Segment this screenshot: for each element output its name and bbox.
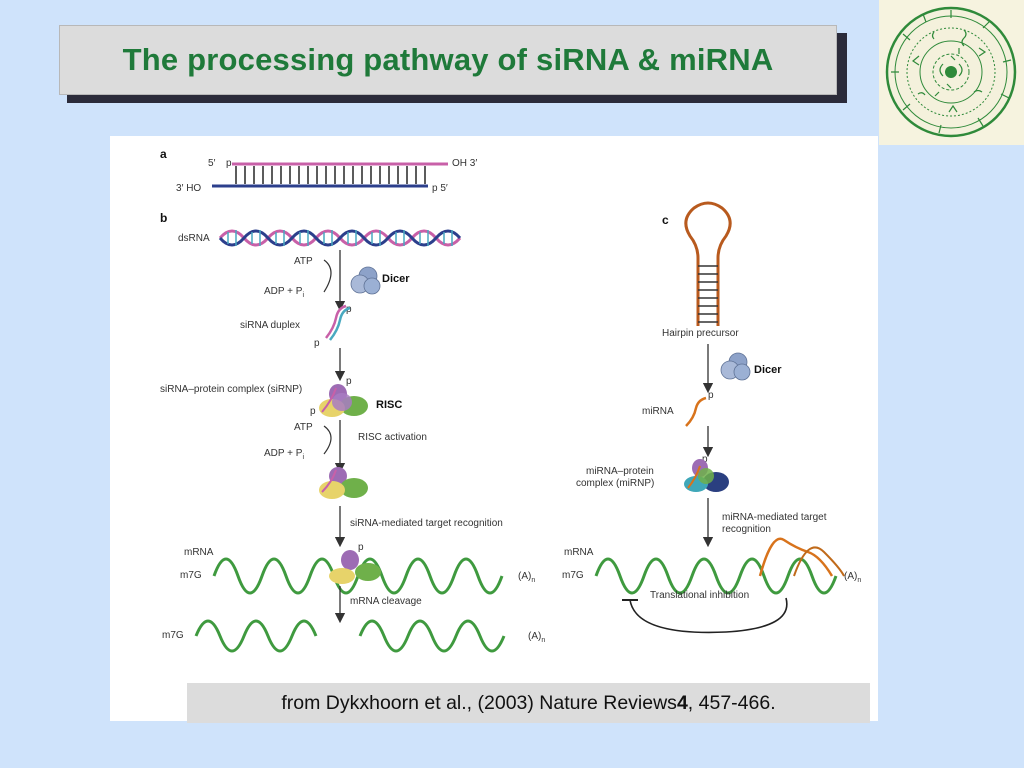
mrna-cleavage-label: mRNA cleavage [350, 596, 422, 607]
mirnp-p: p [702, 454, 708, 465]
risc-label: RISC [376, 399, 402, 411]
dicer-enzyme-b [350, 266, 381, 295]
target-p: p [358, 542, 364, 553]
m7g-label-cleaved: m7G [162, 630, 184, 641]
base-pairs [235, 166, 426, 184]
atp-label-1: ATP [294, 256, 313, 267]
phaistos-disc-logo [879, 0, 1024, 145]
mirnp-complex-glyph [684, 459, 729, 492]
translational-inhibition-label: Translational inhibition [650, 590, 749, 601]
mirna-glyph [685, 396, 707, 427]
panel-a-top-p: p [226, 158, 232, 169]
panel-c-label: c [662, 213, 669, 227]
m7g-label-b: m7G [180, 570, 202, 581]
active-risc-glyph [319, 467, 368, 499]
panel-a: a 5′ p OH 3′ 3′ HO p 5′ [160, 147, 477, 194]
panel-b-label: b [160, 211, 167, 225]
mirnp-label-line1: miRNA–protein [586, 466, 654, 477]
adp-label-1: ADP + Pi [264, 286, 304, 299]
dicer-label-b: Dicer [382, 273, 410, 285]
dsrna-label: dsRNA [178, 233, 210, 244]
panel-a-top-oh3: OH 3′ [452, 158, 477, 169]
citation-text: from Dykxhoorn et al., (2003) Nature Rev… [281, 691, 677, 714]
hairpin-precursor-label: Hairpin precursor [662, 328, 739, 339]
title-box: The processing pathway of siRNA & miRNA [59, 25, 837, 95]
sirna-duplex-glyph [325, 304, 351, 341]
sirnp-label: siRNA–protein complex (siRNP) [160, 384, 302, 395]
panel-a-bottom-p5: p 5′ [432, 183, 448, 194]
mirna-label: miRNA [642, 406, 674, 417]
panel-c: c Hairpin precursor Dicer p miRNA [562, 201, 861, 634]
cleaved-mrna-3prime [358, 619, 506, 653]
rnai-pathway-figure: a 5′ p OH 3′ 3′ HO p 5′ b dsRNA [110, 136, 878, 721]
polya-label-cleaved: (A)n [528, 631, 545, 644]
target-mrna-c [594, 557, 838, 595]
mrna-label-c: mRNA [564, 547, 594, 558]
sirna-duplex-p-bottom: p [314, 338, 320, 349]
dsrna-helix [218, 229, 462, 247]
mirna-p: p [708, 390, 714, 401]
mirnp-label-line2: complex (miRNP) [576, 478, 654, 489]
risc-activation-label: RISC activation [358, 432, 427, 443]
sirna-duplex-label: siRNA duplex [240, 320, 300, 331]
slide-title: The processing pathway of siRNA & miRNA [122, 42, 774, 77]
figure-citation: from Dykxhoorn et al., (2003) Nature Rev… [187, 683, 870, 723]
cleaved-mrna-5prime [194, 619, 318, 653]
mrna-label-b: mRNA [184, 547, 214, 558]
atp-label-2: ATP [294, 422, 313, 433]
panel-a-label: a [160, 147, 167, 161]
polya-label-c: (A)n [844, 571, 861, 584]
polya-label-b: (A)n [518, 571, 535, 584]
dicer-label-c: Dicer [754, 364, 782, 376]
mirna-target-label-line1: miRNA-mediated target [722, 512, 827, 523]
adp-label-2: ADP + Pi [264, 448, 304, 461]
dicer-enzyme-c [720, 352, 751, 381]
citation-pages: , 457-466. [687, 691, 776, 714]
mirna-bound-2 [793, 546, 845, 577]
m7g-label-c: m7G [562, 570, 584, 581]
hairpin-precursor-glyph [684, 201, 732, 326]
risc-complex-glyph [319, 384, 368, 417]
panel-a-top-5prime: 5′ [208, 158, 216, 169]
sirnp-p-bottom: p [310, 406, 316, 417]
mirna-bound-1 [758, 537, 834, 577]
atp-curve-1 [323, 259, 332, 293]
atp-curve-2 [323, 425, 332, 455]
citation-volume: 4 [676, 691, 688, 714]
panel-a-bottom-3ho: 3′ HO [176, 183, 201, 194]
panel-b: b dsRNA ATP [160, 211, 545, 653]
mirna-target-label-line2: recognition [722, 524, 771, 535]
sirna-target-recognition-label: siRNA-mediated target recognition [350, 518, 503, 529]
inhibition-arc [629, 597, 788, 634]
risc-on-mrna-glyph [329, 550, 381, 584]
sirnp-p-top: p [346, 376, 352, 387]
